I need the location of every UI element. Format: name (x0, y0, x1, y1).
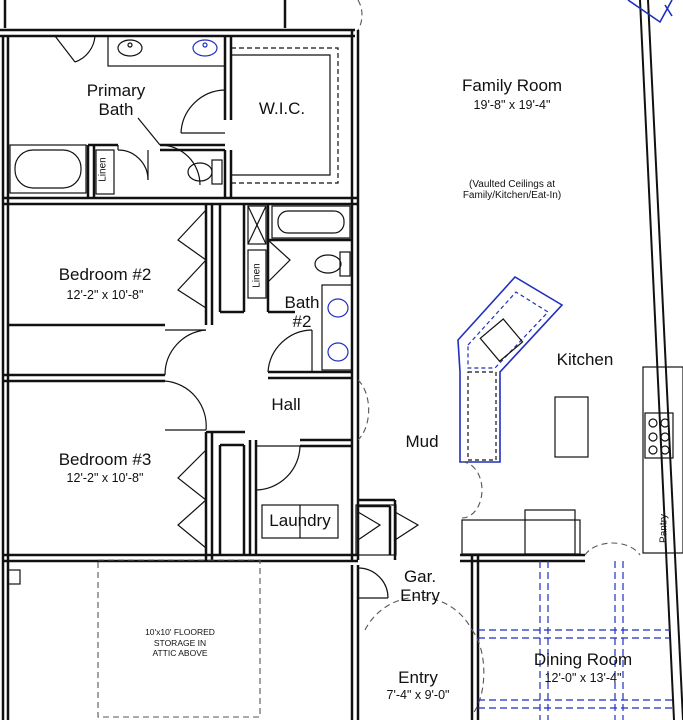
bath2-fixtures (247, 205, 353, 371)
garage-marks (7, 569, 21, 585)
wic-shelves (231, 47, 339, 184)
storage-note-3: ATTIC ABOVE (152, 648, 208, 659)
primary-bath-fixtures (9, 35, 226, 195)
family-room-dims: 19'-8" x 19'-4" (473, 98, 551, 112)
top-right-accent (627, 0, 673, 24)
vaulted-note-1: (Vaulted Ceilings at (469, 179, 555, 190)
dashed-lines (97, 0, 641, 718)
vaulted-note-2: Family/Kitchen/Eat-In) (462, 190, 562, 201)
bath2-name-2: #2 (292, 311, 312, 331)
linen-bath2-label: Linen (251, 263, 263, 288)
storage-note-2: STORAGE IN (153, 637, 207, 648)
mud-label: Mud (405, 432, 439, 451)
bath2-label: Bath #2 (278, 293, 326, 331)
bedroom2-label: Bedroom #2 (58, 265, 152, 284)
entry-dims: 7'-4" x 9'-0" (386, 688, 450, 702)
bedroom3-label: Bedroom #3 (58, 450, 152, 469)
pantry-label: Pantry (658, 514, 670, 543)
kitchen-label: Kitchen (556, 350, 614, 369)
gar-entry-name-2: Entry (400, 585, 440, 605)
dining-room-label: Dining Room (533, 650, 633, 669)
bedroom2-dims: 12'-2" x 10'-8" (66, 288, 144, 302)
bedroom3-dims: 12'-2" x 10'-8" (66, 471, 144, 485)
wic-label: W.I.C. (258, 99, 306, 118)
dining-ceiling (478, 561, 675, 720)
laundry-fixtures (261, 504, 397, 556)
hall-label: Hall (271, 395, 301, 414)
dining-room-dims: 12'-0" x 13'-4" (544, 671, 622, 685)
entry-label: Entry (398, 668, 438, 687)
bath2-name-1: Bath (284, 293, 320, 312)
closet-doors (164, 209, 420, 599)
primary-bath-label: Primary Bath (80, 81, 152, 119)
linen-primary-label: Linen (97, 157, 109, 182)
vaulted-note: (Vaulted Ceilings at Family/Kitchen/Eat-… (432, 179, 592, 201)
storage-note-1: 10'x10' FLOORED (145, 627, 215, 637)
gar-entry-name-1: Gar. (403, 567, 437, 586)
family-room-label: Family Room (461, 76, 563, 95)
primary-bath-name-1: Primary (86, 81, 146, 100)
storage-note: 10'x10' FLOORED STORAGE IN ATTIC ABOVE (110, 627, 250, 659)
laundry-label: Laundry (269, 511, 331, 530)
primary-bath-name-2: Bath (98, 99, 134, 119)
gar-entry-label: Gar. Entry (390, 567, 450, 605)
kitchen-fixtures (457, 275, 683, 555)
